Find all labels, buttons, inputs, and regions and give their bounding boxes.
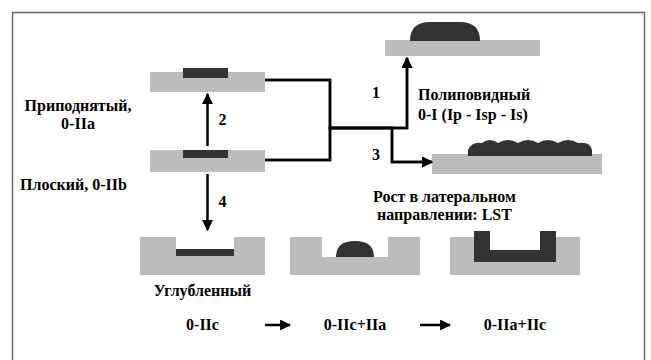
arrow-connector [265, 58, 407, 160]
callout-number: 3 [372, 146, 380, 164]
depressed-in-raised-lesion [474, 231, 556, 262]
callout-number: 4 [217, 193, 229, 211]
depression [176, 236, 234, 250]
panel-frame [13, 13, 645, 360]
mixed-figure: 0-IIc+IIa [290, 230, 420, 340]
mucosa-band [385, 40, 540, 56]
mixed-figure: 0-IIa+IIc [450, 230, 580, 340]
type-label: Углубленный [140, 282, 265, 300]
type-label: Плоский, 0-IIb [20, 176, 127, 194]
type-heading: Полиповидный [418, 86, 530, 104]
arrow-connector [265, 324, 290, 327]
type-code: 0-IIa+IIc [450, 316, 580, 334]
callout-number: 2 [217, 111, 229, 129]
callout-number: 1 [372, 84, 380, 102]
depression [490, 236, 540, 250]
polypoid-figure: Полиповидный0-I (Ip - Isp - Is) [385, 18, 540, 58]
type-code: 0-IIc+IIa [290, 316, 420, 334]
depressed-figure: Углубленный 0-IIc [140, 230, 265, 340]
arrow-connector [265, 80, 432, 162]
flat-figure: Плоский, 0-IIb [150, 146, 265, 174]
mucosa-band [150, 150, 265, 172]
arrow-connector [420, 324, 450, 327]
raised-figure: Приподнятый, 0-IIa [150, 66, 265, 94]
arrow-connector [265, 128, 432, 162]
arrow-connector [206, 94, 209, 146]
raised-lesion [183, 68, 228, 78]
lateral-figure: Рост в латеральном направлении: LST [432, 136, 602, 176]
mucosa-band [432, 154, 602, 174]
type-label: Приподнятый, 0-IIa [16, 97, 140, 133]
raised-in-depression-lesion [336, 241, 374, 257]
type-code: 0-IIc [140, 316, 265, 334]
mucosa-band [290, 237, 420, 275]
mucosa-band [140, 237, 265, 275]
depressed-lesion [176, 249, 234, 256]
arrow-connector [206, 174, 209, 230]
lateral-lesion [468, 140, 592, 156]
type-label: Рост в латеральном направлении: LST [342, 188, 547, 224]
depression [322, 236, 388, 257]
arrow-connector [265, 58, 407, 128]
type-code: 0-I (Ip - Isp - Is) [418, 106, 528, 124]
flat-lesion [183, 150, 228, 158]
polyp-lesion [410, 22, 480, 41]
